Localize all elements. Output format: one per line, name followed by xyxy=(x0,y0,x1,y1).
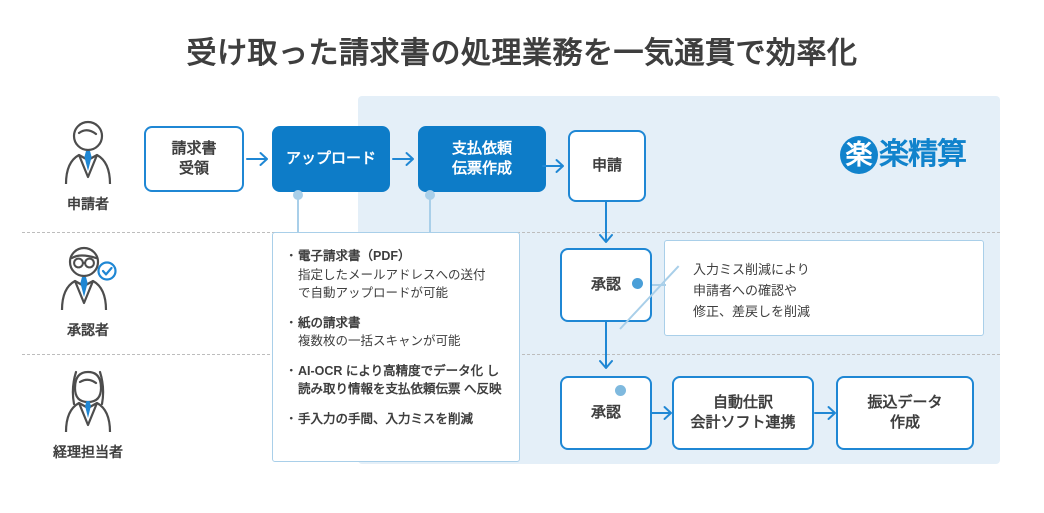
callout-connector-dot-voucher xyxy=(425,190,435,200)
arrow-journal-to-transfer xyxy=(814,404,840,422)
callout-connector-voucher xyxy=(429,196,431,234)
persona-applicant: 申請者 xyxy=(28,114,148,214)
flow-box-voucher[interactable]: 支払依頼 伝票作成 xyxy=(418,126,546,192)
annotation-diagonal-dot xyxy=(615,385,626,396)
callout-item-head: AI-OCR により高精度でデータ化 し読み取り情報を支払依頼伝票 へ反映 xyxy=(298,363,502,397)
rakuraku-seisan-logo: 楽 楽精算 xyxy=(840,134,967,176)
flow-box-approve-2[interactable]: 承認 xyxy=(560,376,652,450)
callout-item-head: 手入力の手間、入力ミスを削減 xyxy=(298,411,474,426)
callout-item-head: 電子請求書（PDF） xyxy=(298,249,411,263)
person-female-icon xyxy=(28,362,148,440)
arrow-voucher-to-apply xyxy=(542,157,568,175)
persona-label-applicant: 申請者 xyxy=(67,196,109,212)
callout-features: ・ 電子請求書（PDF） 指定したメールアドレスへの送付 で自動アップロードが可… xyxy=(272,232,520,462)
person-male-icon xyxy=(28,114,148,192)
arrow-approve1-to-approve2 xyxy=(597,321,615,372)
logo-mark-icon: 楽 xyxy=(840,136,878,174)
bullet-mark: ・ xyxy=(285,363,298,378)
callout-list: ・ 電子請求書（PDF） 指定したメールアドレスへの送付 で自動アップロードが可… xyxy=(285,247,507,428)
flow-box-receipt[interactable]: 請求書 受領 xyxy=(144,126,244,192)
callout-item: ・ 手入力の手間、入力ミスを削減 xyxy=(285,410,507,429)
bullet-mark: ・ xyxy=(285,411,298,426)
flow-box-transfer[interactable]: 振込データ 作成 xyxy=(836,376,974,450)
flow-box-upload[interactable]: アップロード xyxy=(272,126,390,192)
callout-item: ・ 電子請求書（PDF） 指定したメールアドレスへの送付 で自動アップロードが可… xyxy=(285,247,507,303)
logo-wordmark: 楽精算 xyxy=(879,138,967,171)
persona-label-approver: 承認者 xyxy=(67,322,109,338)
arrow-upload-to-voucher xyxy=(392,150,418,168)
arrow-receipt-to-upload xyxy=(246,150,272,168)
page-title: 受け取った請求書の処理業務を一気通貫で効率化 xyxy=(186,37,858,70)
annotation-benefit: 入力ミス削減により 申請者への確認や 修正、差戻しを削減 xyxy=(664,240,984,336)
callout-item-sub: 指定したメールアドレスへの送付 で自動アップロードが可能 xyxy=(298,267,486,301)
persona-approver: 承認者 xyxy=(28,240,148,340)
bullet-mark: ・ xyxy=(285,315,298,330)
arrow-apply-to-approve1 xyxy=(597,199,615,250)
bullet-mark: ・ xyxy=(285,249,298,263)
arrow-approve2-to-journal xyxy=(650,404,676,422)
flow-box-apply[interactable]: 申請 xyxy=(568,130,646,202)
person-glasses-check-icon xyxy=(28,240,148,318)
callout-connector-dot-upload xyxy=(293,190,303,200)
persona-accounting: 経理担当者 xyxy=(28,362,148,462)
annotation-lead-dot xyxy=(632,278,643,289)
callout-item-head: 紙の請求書 xyxy=(298,315,361,330)
flow-box-journal[interactable]: 自動仕訳 会計ソフト連携 xyxy=(672,376,814,450)
callout-item: ・ AI-OCR により高精度でデータ化 し読み取り情報を支払依頼伝票 へ反映 xyxy=(285,362,507,399)
persona-label-accounting: 経理担当者 xyxy=(53,444,123,460)
callout-item-sub: 複数枚の一括スキャンが可能 xyxy=(298,334,461,348)
callout-item: ・ 紙の請求書 複数枚の一括スキャンが可能 xyxy=(285,314,507,351)
callout-connector-upload xyxy=(297,196,299,234)
